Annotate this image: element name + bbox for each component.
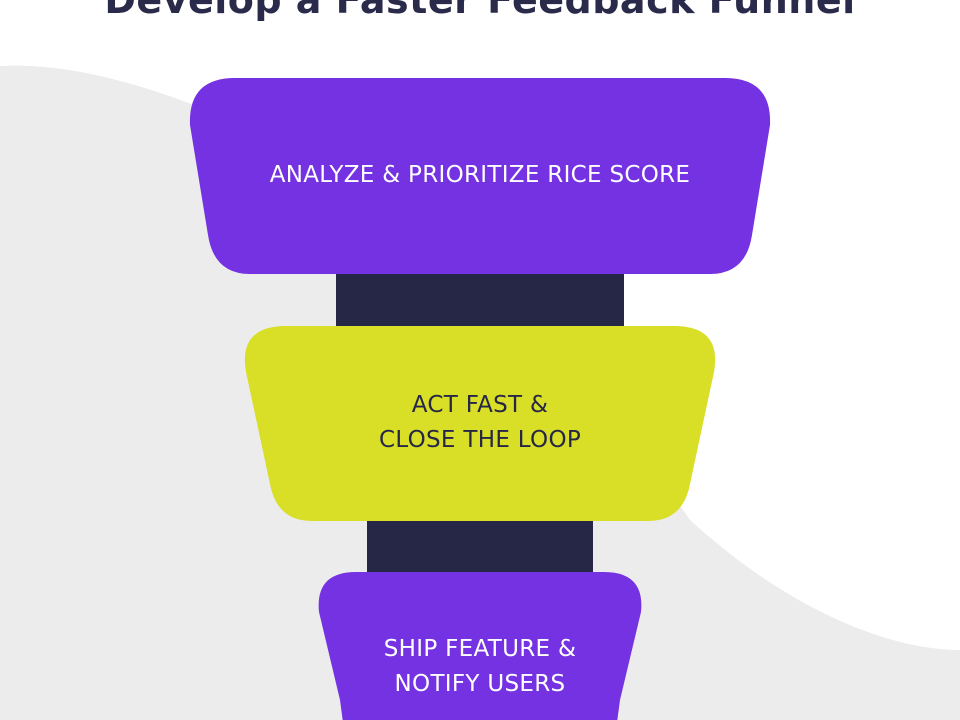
- funnel-stage-2-shape: [244, 326, 716, 521]
- funnel-stage-3-label: SHIP FEATURE & NOTIFY USERS: [318, 632, 642, 702]
- funnel-stage-3-line-1: SHIP FEATURE &: [383, 636, 577, 662]
- funnel-stage-3-shape: [318, 572, 642, 720]
- funnel-stage-2-label: ACT FAST & CLOSE THE LOOP: [245, 388, 715, 458]
- funnel-stage-2-line-2: CLOSE THE LOOP: [378, 427, 582, 453]
- funnel-stage-1-line-1: ANALYZE & PRIORITIZE RICE SCORE: [269, 162, 691, 188]
- funnel-stage-3-line-2: NOTIFY USERS: [394, 671, 566, 697]
- funnel-connector-upper: [336, 265, 624, 333]
- diagram-title: Develop a Faster Feedback Funnel: [104, 0, 856, 22]
- funnel-connector-lower: [367, 510, 593, 582]
- funnel-stage-1-shape: [189, 78, 771, 274]
- funnel-stage-1-label: ANALYZE & PRIORITIZE RICE SCORE: [190, 158, 770, 193]
- funnel-stage-2-line-1: ACT FAST &: [411, 392, 549, 418]
